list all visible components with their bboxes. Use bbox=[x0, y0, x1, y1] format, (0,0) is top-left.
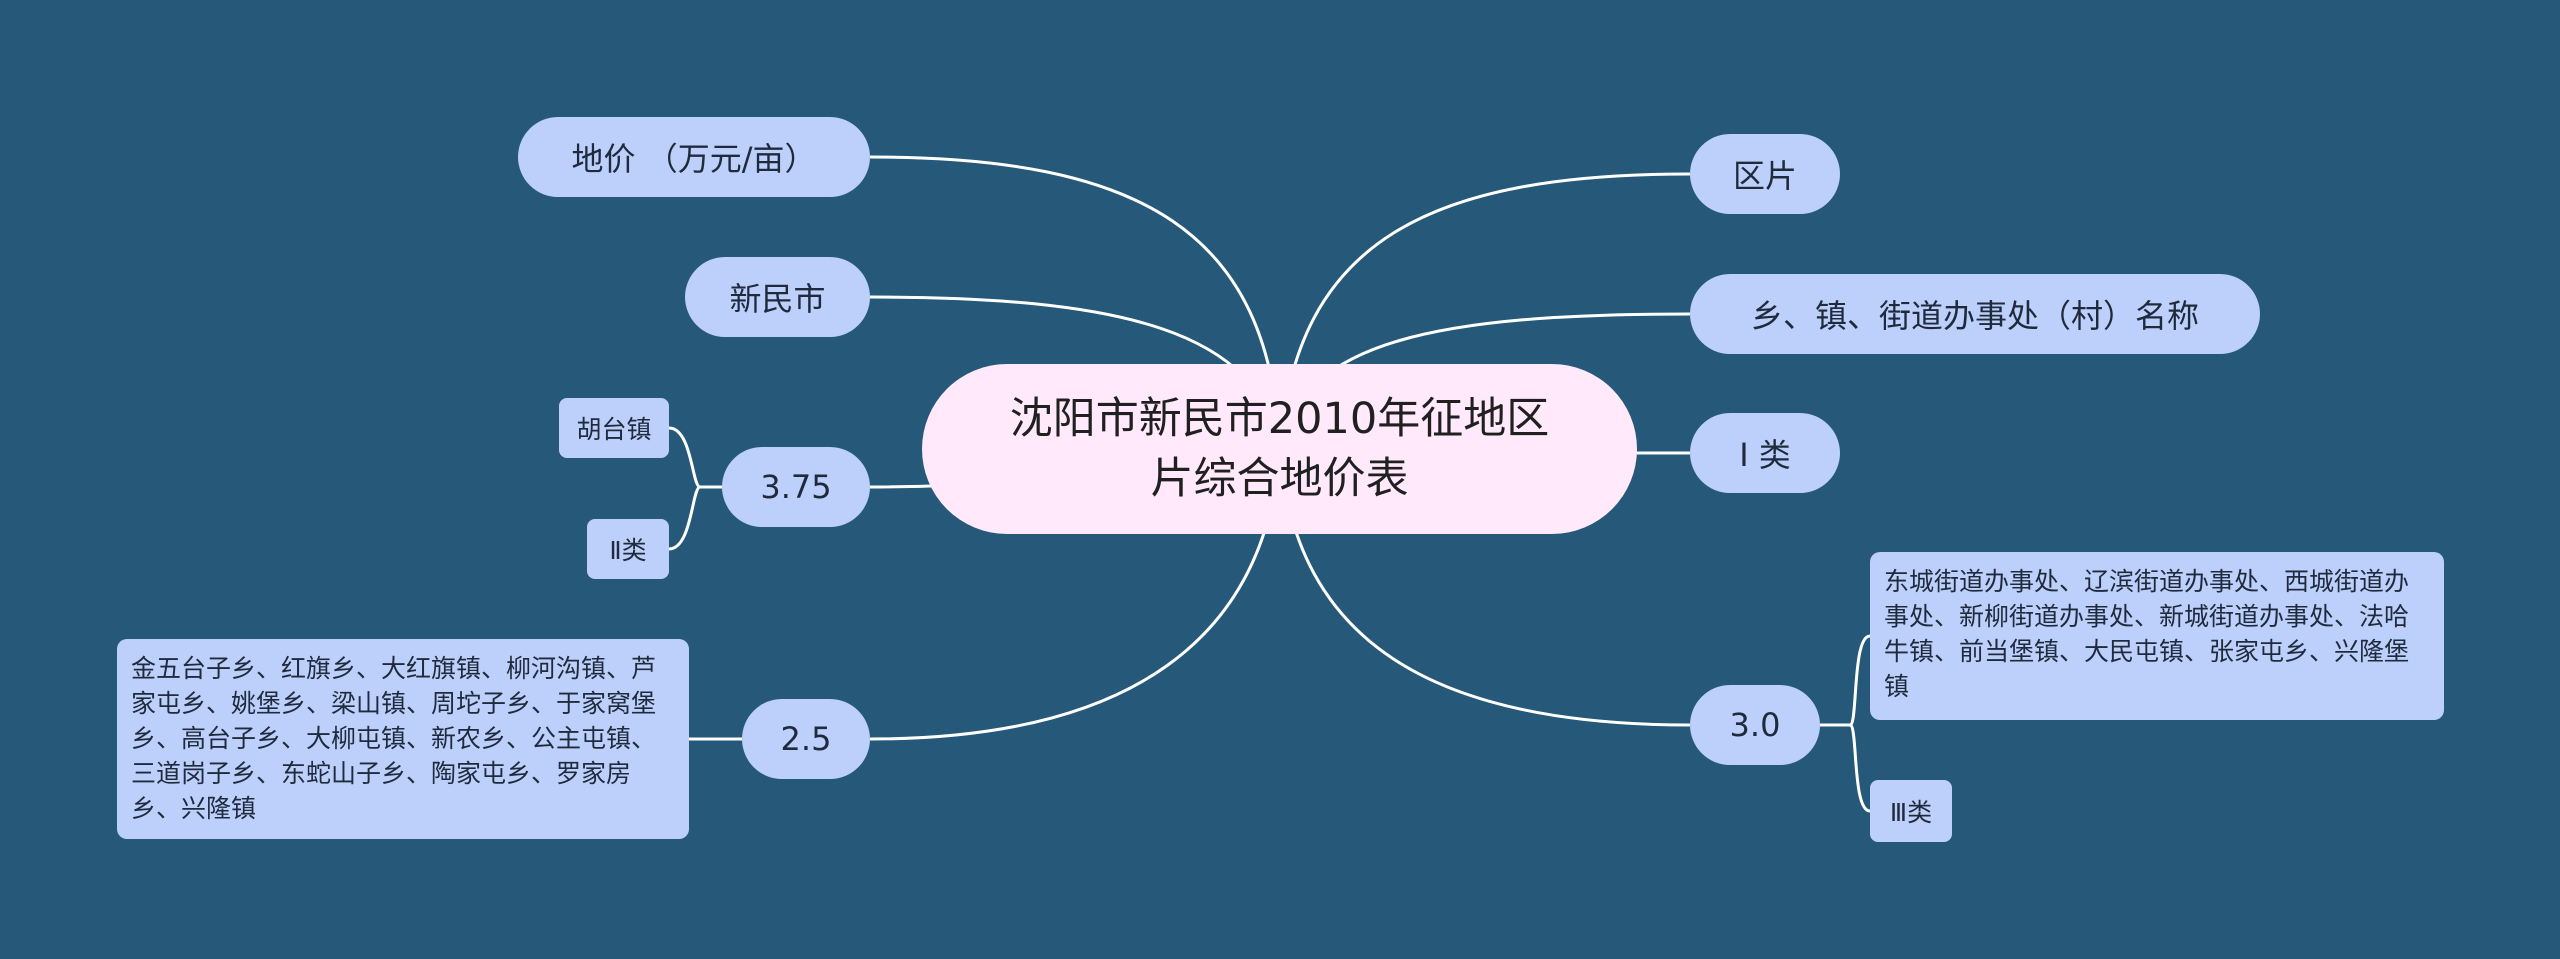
node-xinmin-city[interactable]: 新民市 bbox=[685, 257, 870, 337]
node-price-3-75[interactable]: 3.75 bbox=[722, 447, 870, 527]
node-price-2-5[interactable]: 2.5 bbox=[742, 699, 870, 779]
link-list-3-0 bbox=[1820, 634, 1871, 727]
node-names[interactable]: 乡、镇、街道办事处（村）名称 bbox=[1690, 274, 2260, 354]
link-hutai bbox=[668, 426, 722, 489]
node-list-2-5[interactable]: 金五台子乡、红旗乡、大红旗镇、柳河沟镇、芦家屯乡、姚堡乡、梁山镇、周坨子乡、于家… bbox=[117, 639, 689, 839]
node-list-3-0[interactable]: 东城街道办事处、辽滨街道办事处、西城街道办事处、新柳街道办事处、新城街道办事处、… bbox=[1870, 552, 2444, 720]
node-class-3[interactable]: Ⅲ类 bbox=[1870, 780, 1952, 842]
node-class-2[interactable]: Ⅱ类 bbox=[587, 519, 669, 579]
node-class-1[interactable]: Ⅰ 类 bbox=[1690, 413, 1840, 493]
node-district[interactable]: 区片 bbox=[1690, 134, 1840, 214]
node-land-price[interactable]: 地价 （万元/亩） bbox=[518, 117, 870, 197]
link-class-3 bbox=[1820, 723, 1871, 813]
node-price-3-0[interactable]: 3.0 bbox=[1690, 685, 1820, 765]
node-hutai-town[interactable]: 胡台镇 bbox=[559, 398, 669, 458]
link-class-2 bbox=[668, 485, 722, 551]
central-topic[interactable]: 沈阳市新民市2010年征地区片综合地价表 bbox=[922, 364, 1637, 534]
